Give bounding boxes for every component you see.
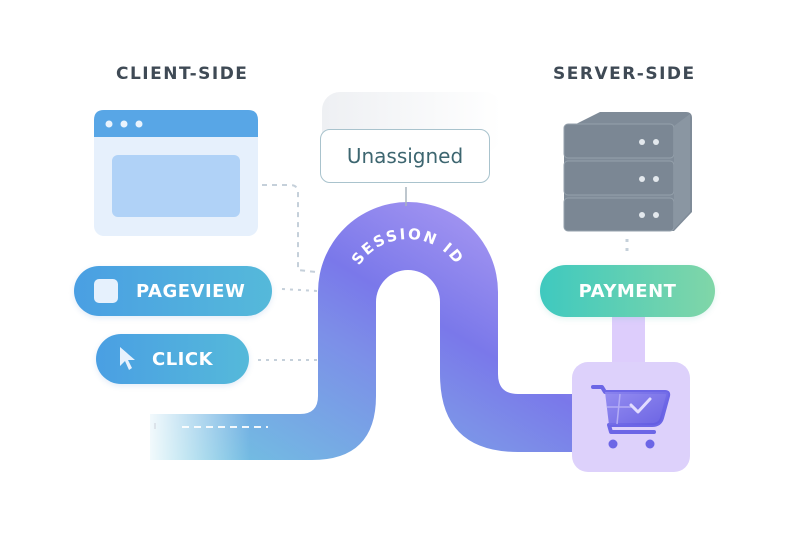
payment-cart-connector: [612, 312, 645, 368]
cursor-icon: [118, 346, 138, 372]
pageview-event[interactable]: PAGEVIEW: [74, 266, 272, 316]
square-icon: [94, 279, 118, 303]
server-stack-icon: [563, 112, 692, 232]
pageview-label: PAGEVIEW: [136, 280, 246, 302]
session-id-ribbon: [150, 202, 578, 460]
payment-label: PAYMENT: [578, 280, 677, 302]
server-side-title: SERVER-SIDE: [553, 64, 696, 84]
payment-event[interactable]: PAYMENT: [540, 265, 715, 317]
click-label: CLICK: [152, 348, 214, 370]
shopping-cart-check-icon: [591, 385, 671, 449]
session-status-text: Unassigned: [346, 144, 464, 168]
click-event[interactable]: CLICK: [96, 334, 249, 384]
pageview-connector: [281, 288, 319, 292]
browser-window-icon: [94, 110, 258, 236]
session-status-box: Unassigned: [320, 129, 490, 183]
cart-node: [572, 362, 690, 472]
ribbon-fade: [140, 405, 250, 465]
client-side-title: CLIENT-SIDE: [116, 64, 249, 84]
browser-connector: [262, 184, 317, 273]
